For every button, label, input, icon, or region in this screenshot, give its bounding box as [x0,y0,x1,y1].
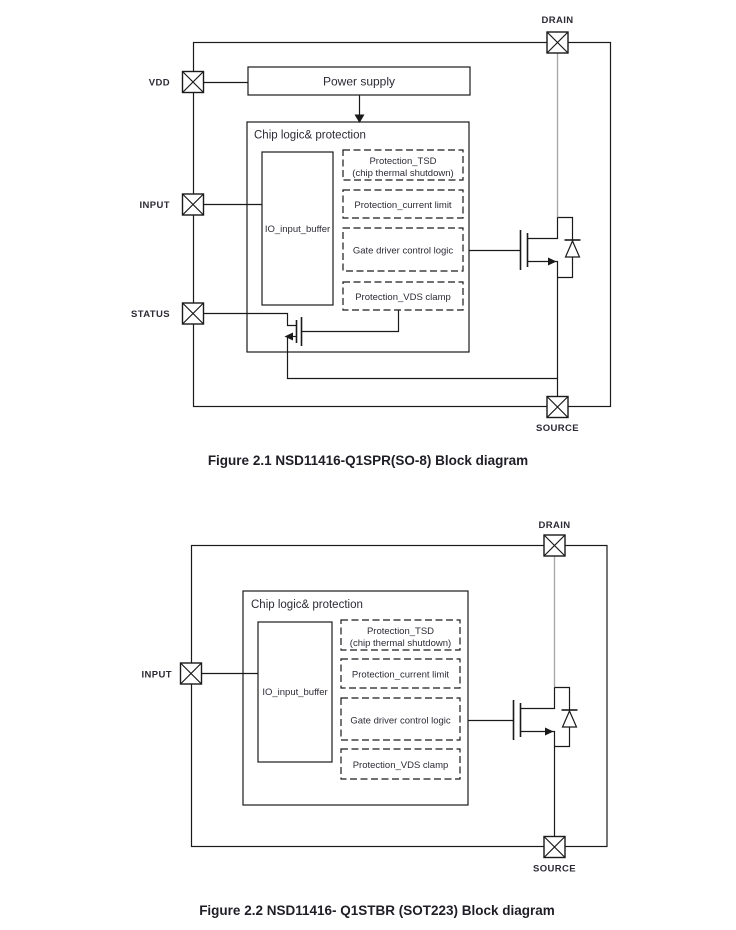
power-mosfet [519,230,557,270]
mosfet-source-arrow [545,727,554,736]
chip-logic-title: Chip logic& protection [254,130,366,142]
current-limit-box [340,658,461,689]
pin-status [181,302,205,325]
vds-clamp-wire [301,310,400,333]
drain-pin-label: DRAIN [538,520,570,531]
pin-x-icon [543,836,566,858]
body-diode [557,216,581,279]
pin-x-icon [546,396,569,418]
pin-drain [546,31,569,54]
source-pin-label: SOURCE [533,864,576,875]
protection-tsd-box [342,149,464,181]
mosfet-source-arrow [548,257,557,266]
figure-2-1-caption: Figure 2.1 NSD11416-Q1SPR(SO-8) Block di… [208,453,528,468]
pin-x-icon [180,662,202,685]
pin-drain [543,534,566,557]
io-input-buffer-box [261,151,334,306]
status-fet-arrow [284,332,293,341]
protection-tsd-label-line2: (chip thermal shutdown) [352,168,453,179]
drain-pin-label: DRAIN [541,15,573,26]
pin-x-icon [543,534,566,557]
gate-driver-label: Gate driver control logic [350,716,451,727]
pin-x-icon [182,193,204,216]
status-wire [204,312,296,327]
pin-input [181,193,205,216]
figure-2-1-diagram: VDD INPUT STATUS DRAIN SOURCE Power supp… [131,15,612,468]
gate-driver-label: Gate driver control logic [353,246,454,257]
current-limit-box [342,189,464,219]
figure-2-2-caption: Figure 2.2 NSD11416- Q1STBR (SOT223) Blo… [199,903,555,918]
protection-tsd-label-line2: (chip thermal shutdown) [350,638,451,649]
chip-logic-title: Chip logic& protection [251,599,363,611]
power-mosfet [512,700,554,740]
pin-x-icon [546,31,569,54]
diode-triangle [561,709,578,728]
pin-vdd [181,70,205,94]
io-buffer-label: IO_input_buffer [262,687,327,698]
wires [201,672,556,837]
source-pin-label: SOURCE [536,423,579,434]
protection-tsd-label-line1: Protection_TSD [369,156,436,167]
diode-triangle [564,239,581,258]
pin-source [546,395,569,419]
io-buffer-label: IO_input_buffer [265,224,330,235]
gate-driver-box [342,227,464,272]
pin-x-icon [182,302,204,325]
io-input-buffer-box [257,621,333,763]
mosfet-drain-lead [520,687,556,710]
status-mosfet [284,317,303,346]
status-pin-label: STATUS [131,309,170,320]
mosfet-drain-lead [527,217,559,240]
current-limit-label: Protection_current limit [352,670,450,681]
vds-clamp-box [340,748,461,780]
body-diode [554,686,578,748]
mosfet-source-lead [527,260,559,397]
pin-source [543,835,566,859]
gate-driver-box [340,697,461,741]
mosfet-source-lead [520,730,556,837]
vds-clamp-box [342,281,464,311]
input-pin-label: INPUT [142,670,173,681]
pin-x-icon [182,71,204,93]
protection-tsd-label-line1: Protection_TSD [367,626,434,637]
pin-input [179,662,203,685]
status-fet-to-source-wire [286,336,558,380]
input-pin-label: INPUT [140,200,171,211]
vds-clamp-label: Protection_VDS clamp [353,760,449,771]
vdd-pin-label: VDD [149,78,170,89]
current-limit-label: Protection_current limit [354,200,452,211]
vds-clamp-label: Protection_VDS clamp [355,292,451,303]
power-supply-label: Power supply [323,75,395,89]
power-supply-box [247,66,471,96]
down-arrowhead [354,114,365,123]
protection-tsd-box [340,619,461,651]
figure-2-2-diagram: INPUT DRAIN SOURCE Chip logic& protectio… [142,520,608,918]
